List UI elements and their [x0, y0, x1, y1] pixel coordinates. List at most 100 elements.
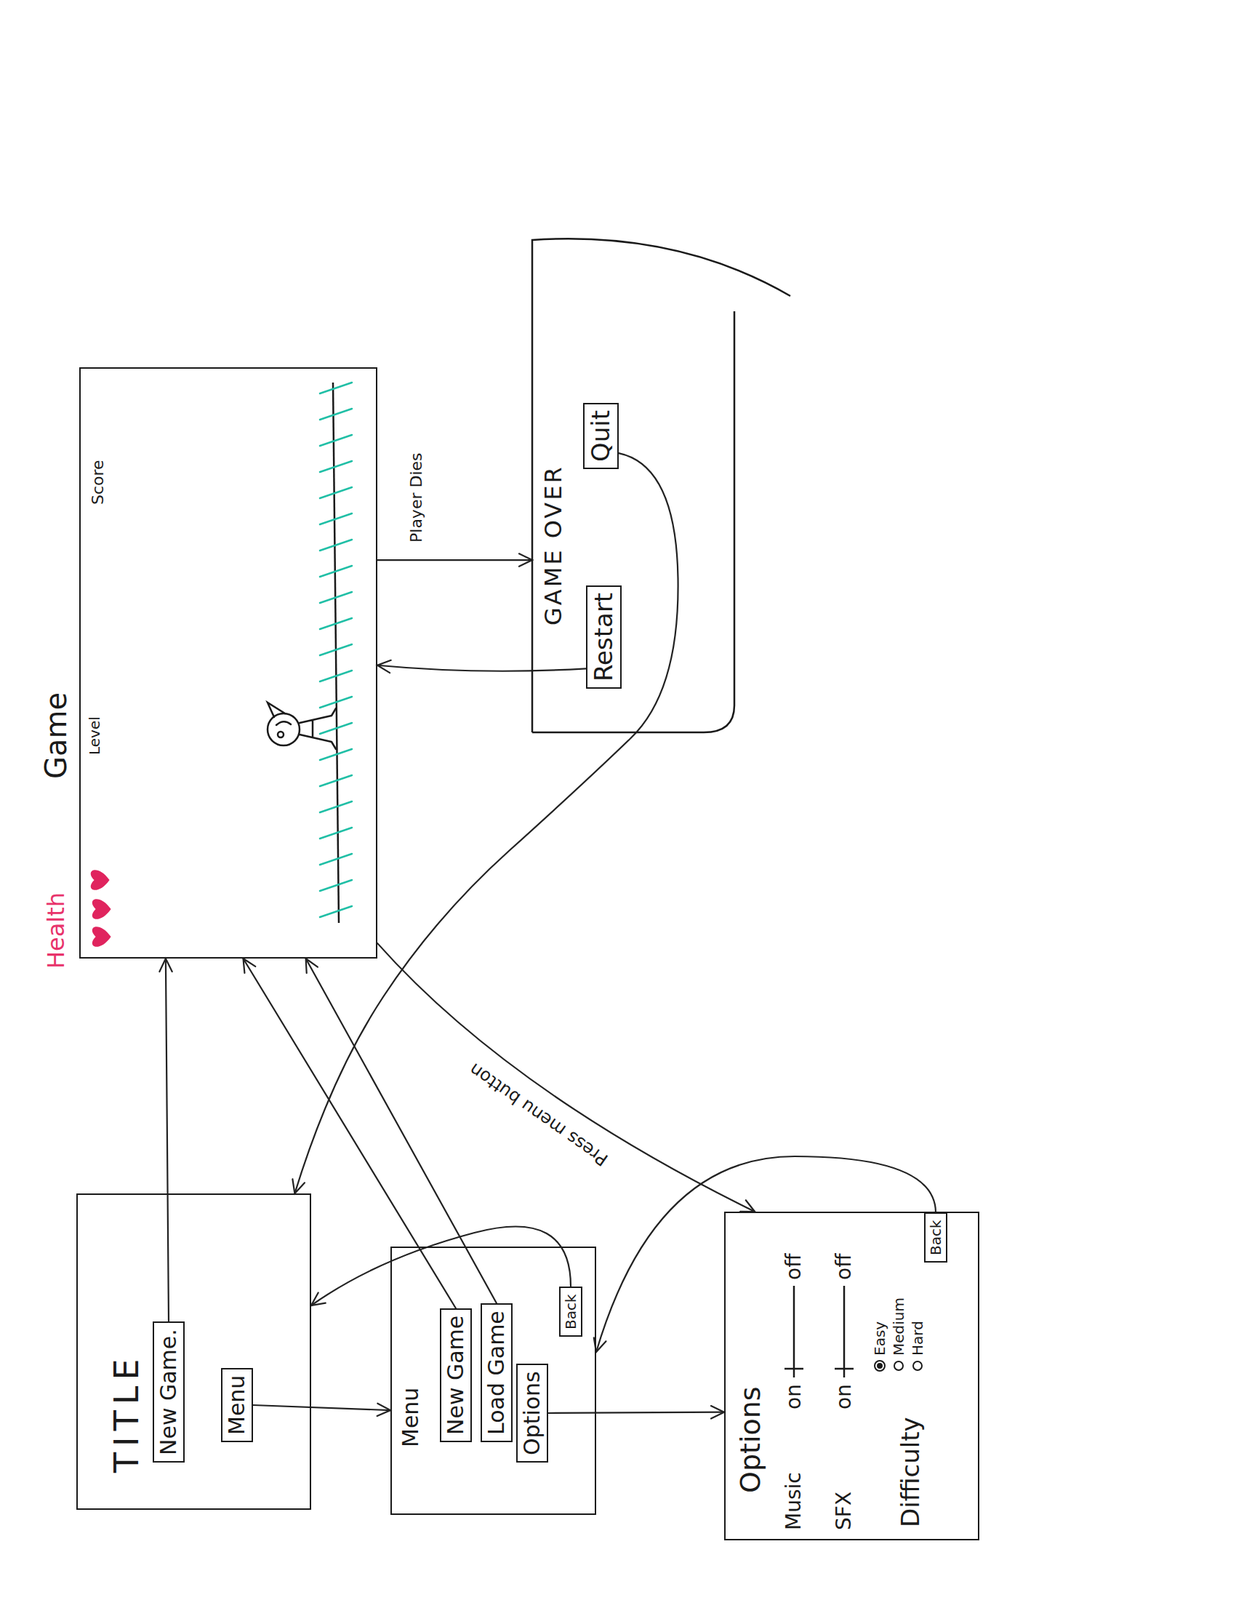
- score-label: Score: [88, 459, 108, 505]
- slider-knob: [784, 1367, 804, 1370]
- grass-stroke: [319, 748, 352, 760]
- options-button: Options: [516, 1363, 549, 1463]
- grass-stroke: [319, 801, 352, 813]
- new-game-button: New Game: [439, 1307, 472, 1442]
- game-over-screen: GAME OVER Restart Quit: [532, 239, 735, 733]
- button-label: Quit: [586, 410, 616, 462]
- connector-arrow: [243, 958, 457, 1308]
- screen-heading: Game: [38, 692, 74, 779]
- connector-line: [165, 958, 169, 1322]
- connector-line: [294, 452, 678, 1194]
- music-label: Music: [781, 1471, 807, 1530]
- arrow-head: [159, 958, 172, 972]
- connector-arrow: [311, 1225, 571, 1305]
- radio-option: Medium: [889, 1297, 908, 1356]
- heart-icon: [90, 869, 110, 890]
- grass-stroke: [319, 513, 352, 525]
- grass-stroke: [319, 853, 352, 865]
- screen-heading: Menu: [397, 1387, 424, 1447]
- grass-stroke: [319, 460, 352, 472]
- grass-stroke: [319, 487, 352, 499]
- new-game-button: New Game.: [152, 1321, 185, 1463]
- ground-line: [332, 382, 339, 923]
- button-label: New Game: [442, 1315, 469, 1435]
- button-label: Options: [519, 1370, 546, 1455]
- level-label: Level: [85, 716, 104, 755]
- connector-arrow: [377, 942, 755, 1212]
- radio-circle: [894, 1361, 904, 1370]
- arrow-head: [243, 958, 256, 973]
- screen-heading: TITLE: [106, 1353, 147, 1473]
- grass-stroke: [319, 565, 352, 577]
- arrow-head: [377, 660, 392, 673]
- grass-stroke: [319, 696, 352, 708]
- connector-arrow: [253, 1403, 391, 1416]
- button-label: Restart: [588, 592, 619, 682]
- connector-arrow: [306, 958, 497, 1303]
- slider-track: [793, 1285, 796, 1378]
- character-head: [267, 713, 300, 746]
- title-screen: TITLE New Game. Menu: [76, 1193, 312, 1510]
- connector-line: [377, 942, 755, 1212]
- back-button: Back: [924, 1212, 948, 1263]
- arrow-head: [519, 553, 533, 566]
- grass-stroke: [319, 434, 352, 446]
- player-character: [267, 702, 336, 749]
- screen-heading: GAME OVER: [539, 464, 568, 626]
- grass-stroke: [319, 539, 352, 551]
- connector-arrow: [548, 1405, 725, 1418]
- connector-line: [253, 1404, 391, 1410]
- connector-line: [243, 958, 457, 1308]
- grass-stroke: [319, 775, 352, 786]
- radio-circle: [874, 1360, 885, 1371]
- arrow-head: [377, 1403, 391, 1416]
- toggle-on: on: [831, 1383, 857, 1410]
- toggle-sliders: [784, 1285, 854, 1378]
- edge-label: Press menu button: [463, 1056, 615, 1172]
- connector-arrow: [377, 553, 533, 566]
- health-hearts: [90, 869, 112, 947]
- connector-line: [311, 1225, 571, 1305]
- arrow-head: [292, 1178, 305, 1194]
- radio-option: Hard: [908, 1320, 927, 1356]
- radio-dot: [877, 1363, 882, 1368]
- button-label: Load Game: [483, 1310, 510, 1435]
- toggle-on: on: [781, 1383, 807, 1410]
- menu-screen: Menu New Game Load Game Options Back: [390, 1246, 597, 1515]
- connector-line: [377, 559, 533, 561]
- button-label: New Game.: [155, 1328, 182, 1455]
- connector-line: [548, 1411, 725, 1413]
- connector-arrow: [159, 958, 172, 1322]
- back-button: Back: [559, 1286, 583, 1337]
- game-screen: Game: [79, 367, 378, 959]
- connector-line: [306, 958, 497, 1303]
- sfx-label: SFX: [831, 1491, 857, 1530]
- arrow-head: [740, 1199, 755, 1212]
- character-ear: [267, 702, 286, 717]
- grass-strokes: [319, 382, 352, 917]
- button-label: Menu: [223, 1374, 251, 1435]
- grass-stroke: [319, 618, 352, 629]
- toggle-off: off: [781, 1253, 807, 1280]
- menu-button: Menu: [221, 1367, 254, 1442]
- heart-icon: [92, 898, 112, 920]
- radio-buttons: [874, 1360, 922, 1371]
- heart-icon: [92, 926, 112, 947]
- grass-stroke: [319, 670, 352, 682]
- grass-stroke: [319, 905, 352, 917]
- grass-stroke: [319, 382, 352, 394]
- arrow-head: [711, 1405, 725, 1418]
- screen-outline-path: [532, 238, 791, 733]
- grass-stroke: [319, 591, 352, 603]
- grass-stroke: [319, 722, 352, 734]
- toggle-off: off: [831, 1253, 857, 1280]
- grass-stroke: [319, 827, 352, 839]
- character-smile: [276, 721, 291, 725]
- health-label: Health: [42, 892, 70, 969]
- restart-button: Restart: [586, 585, 622, 689]
- button-label: Back: [562, 1293, 580, 1330]
- difficulty-label: Difficulty: [895, 1416, 926, 1527]
- grass-stroke: [319, 408, 352, 420]
